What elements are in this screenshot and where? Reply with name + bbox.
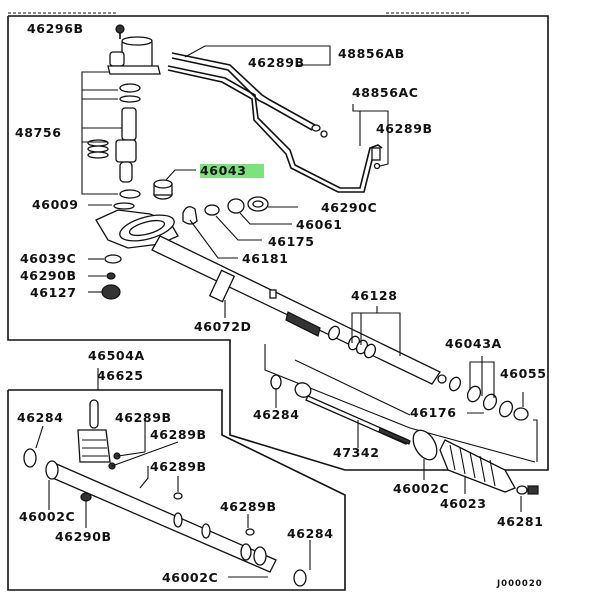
left-small-parts xyxy=(88,204,122,300)
label-46504A: 46504A xyxy=(88,348,145,363)
label-48856AC: 48856AC xyxy=(352,85,419,100)
label-46289B-b: 46289B xyxy=(150,427,207,442)
pressure-pipes xyxy=(167,52,383,193)
label-46055: 46055 xyxy=(500,366,547,381)
rack-boot xyxy=(412,429,539,512)
label-46128: 46128 xyxy=(351,288,398,303)
label-46002C-right: 46002C xyxy=(393,481,450,496)
bracket-48756 xyxy=(81,71,118,195)
label-46002C-left: 46002C xyxy=(19,509,76,524)
valve-housing xyxy=(107,24,161,75)
spool-valve xyxy=(87,107,137,183)
seal-parts xyxy=(182,196,298,259)
label-46175: 46175 xyxy=(268,234,315,249)
label-46023: 46023 xyxy=(440,496,487,511)
label-46289B-d: 46289B xyxy=(220,499,277,514)
label-46290C: 46290C xyxy=(321,200,378,215)
label-46043-highlighted: 46043 xyxy=(200,164,264,178)
label-46289B-top: 46289B xyxy=(248,55,305,70)
tie-rod xyxy=(264,344,536,463)
label-46043A: 46043A xyxy=(445,336,502,351)
label-46072D: 46072D xyxy=(194,319,252,334)
label-46284-mid: 46284 xyxy=(253,407,300,422)
main-assembly-frame xyxy=(7,15,549,471)
label-46127: 46127 xyxy=(30,285,77,300)
right-end-seals xyxy=(448,356,538,462)
label-46281: 46281 xyxy=(497,514,544,529)
bushing-46043 xyxy=(153,169,196,200)
label-46290B-top: 46290B xyxy=(20,268,77,283)
label-46284-bottom: 46284 xyxy=(287,526,334,541)
gear-subassembly-frame xyxy=(7,389,346,591)
label-46039C: 46039C xyxy=(20,251,77,266)
label-46289B-a: 46289B xyxy=(115,410,172,425)
label-46181: 46181 xyxy=(242,251,289,266)
gear-subassembly xyxy=(23,399,307,587)
label-46289B-c: 46289B xyxy=(150,459,207,474)
valve-seals xyxy=(113,83,141,210)
rack-housing xyxy=(95,209,447,385)
diagram-code: J000020 xyxy=(497,579,543,589)
label-46061: 46061 xyxy=(296,217,343,232)
label-46284-left: 46284 xyxy=(17,410,64,425)
label-48756: 48756 xyxy=(15,125,62,140)
label-46002C-bottom: 46002C xyxy=(162,570,219,585)
label-47342: 47342 xyxy=(333,445,380,460)
label-48856AB: 48856AB xyxy=(338,46,405,61)
label-46009: 46009 xyxy=(32,197,79,212)
label-46296B: 46296B xyxy=(27,21,84,36)
label-46625: 46625 xyxy=(97,368,144,383)
label-46290B-bottom: 46290B xyxy=(55,529,112,544)
label-46176: 46176 xyxy=(410,405,457,420)
label-46289B-right: 46289B xyxy=(376,121,433,136)
